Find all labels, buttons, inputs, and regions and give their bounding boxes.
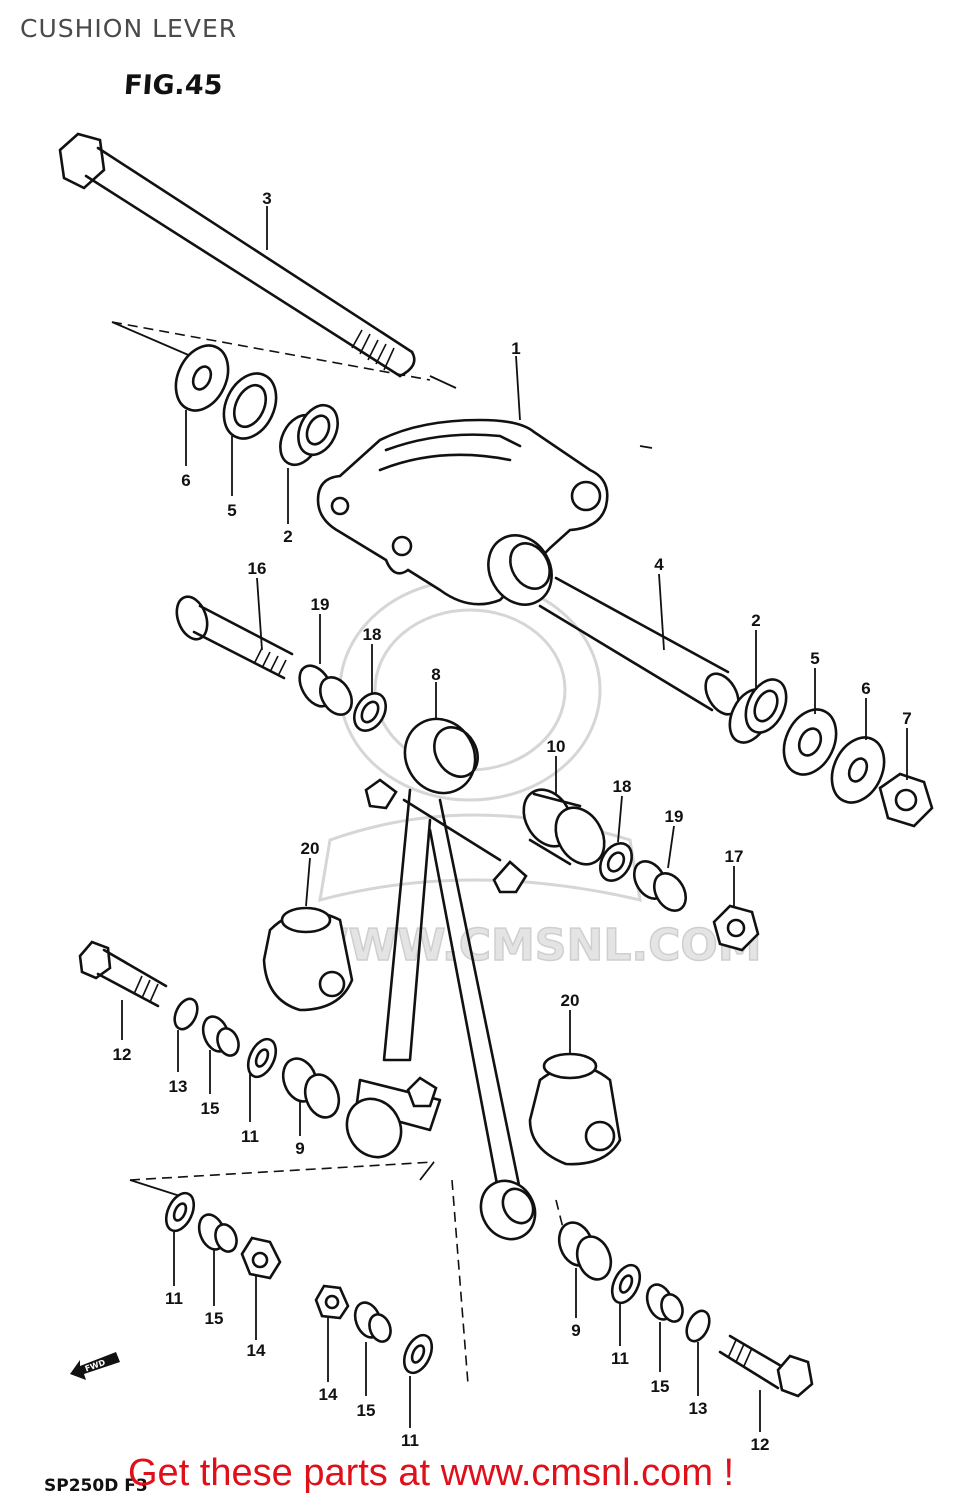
callout-6: 6 [181,471,190,490]
part-11-washer-lower-mid [402,1333,434,1375]
callout-11: 11 [401,1431,419,1450]
callout-9: 9 [295,1139,304,1158]
page-title: CUSHION LEVER [20,14,238,43]
part-15-collar-lower-right [645,1283,684,1323]
callout-6: 6 [861,679,870,698]
callout-2: 2 [751,611,760,630]
callout-7: 7 [902,709,911,728]
part-12-bolt-lower-right [718,1334,814,1398]
part-6-washer-left [174,344,230,412]
callout-13: 13 [169,1077,188,1096]
callout-9: 9 [571,1321,580,1340]
callout-11: 11 [165,1289,183,1308]
callout-16: 16 [248,559,267,578]
callout-4: 4 [654,555,664,574]
callout-5: 5 [227,501,236,520]
callout-15: 15 [205,1309,224,1328]
callout-19: 19 [311,595,330,614]
part-18-washer-lower [598,842,634,882]
part-11-washer-upper [246,1037,278,1079]
callout-18: 18 [363,625,382,644]
callout-20: 20 [561,991,580,1010]
callout-10: 10 [547,737,566,756]
callout-8: 8 [431,665,440,684]
callout-leaders [121,206,908,1432]
callout-17: 17 [725,847,744,866]
part-7-nut [878,772,934,828]
callout-labels: 3 1 6 5 2 4 2 5 6 7 16 19 18 8 10 18 19 … [113,189,912,1454]
part-5-seal-left [222,372,278,440]
model-code: SP250D F3 [44,1476,148,1496]
callout-15: 15 [201,1099,220,1118]
callout-1: 1 [511,339,520,358]
part-13-washer-left [173,997,199,1031]
part-19-bushing-lower [632,860,688,912]
forward-label: FWD [84,1358,107,1374]
callout-12: 12 [751,1435,770,1454]
part-20-housing-upper [262,906,354,1012]
part-15-collar-upper [201,1015,240,1057]
callout-14: 14 [319,1385,338,1404]
part-14-nut-lower-mid [314,1284,350,1320]
callout-12: 12 [113,1045,132,1064]
part-1-cushion-lever [316,418,609,606]
part-16-bolt [175,595,294,680]
part-6-washer-right [830,736,886,804]
watermark: WWW.CMSNL.COM [299,578,762,972]
part-13-washer-lower-right [685,1309,711,1343]
promo-link[interactable]: Get these parts at www.cmsnl.com ! [128,1452,735,1494]
part-11-washer-lower-right [610,1263,642,1305]
callout-11: 11 [241,1127,259,1146]
callout-15: 15 [651,1377,670,1396]
watermark-text: WWW.CMSNL.COM [300,920,762,971]
part-4-spacer [538,576,740,716]
part-8-cushion-rod [345,717,537,1241]
callout-19: 19 [665,807,684,826]
part-10-bushing [522,788,606,866]
callout-3: 3 [262,189,271,208]
part-9-spacer-lower [557,1221,613,1281]
part-9-spacer-upper [281,1057,341,1119]
part-19-bushing-upper [298,664,354,716]
callout-15: 15 [357,1401,376,1420]
callout-11: 11 [611,1349,629,1368]
part-5-seal-right [782,708,838,776]
part-17-nut [712,904,760,952]
part-3-axle-bolt [58,132,416,378]
callout-13: 13 [689,1399,708,1418]
callout-20: 20 [301,839,320,858]
callout-5: 5 [810,649,819,668]
part-15-collar-lower-left [197,1213,238,1253]
part-2-bearing-left [279,403,339,467]
part-12-bolt-left [78,940,168,1008]
part-18-washer-upper [352,692,388,732]
part-14-nut-lower-left [240,1236,282,1280]
callout-14: 14 [247,1341,266,1360]
part-20-housing-lower [528,1052,622,1166]
part-15-collar-lower-mid [353,1301,392,1343]
callout-2: 2 [283,527,292,546]
forward-arrow-icon: FWD [70,1352,120,1380]
part-11-washer-lower-left [164,1191,196,1233]
part-2-bearing-right [728,678,788,744]
callout-18: 18 [613,777,632,796]
